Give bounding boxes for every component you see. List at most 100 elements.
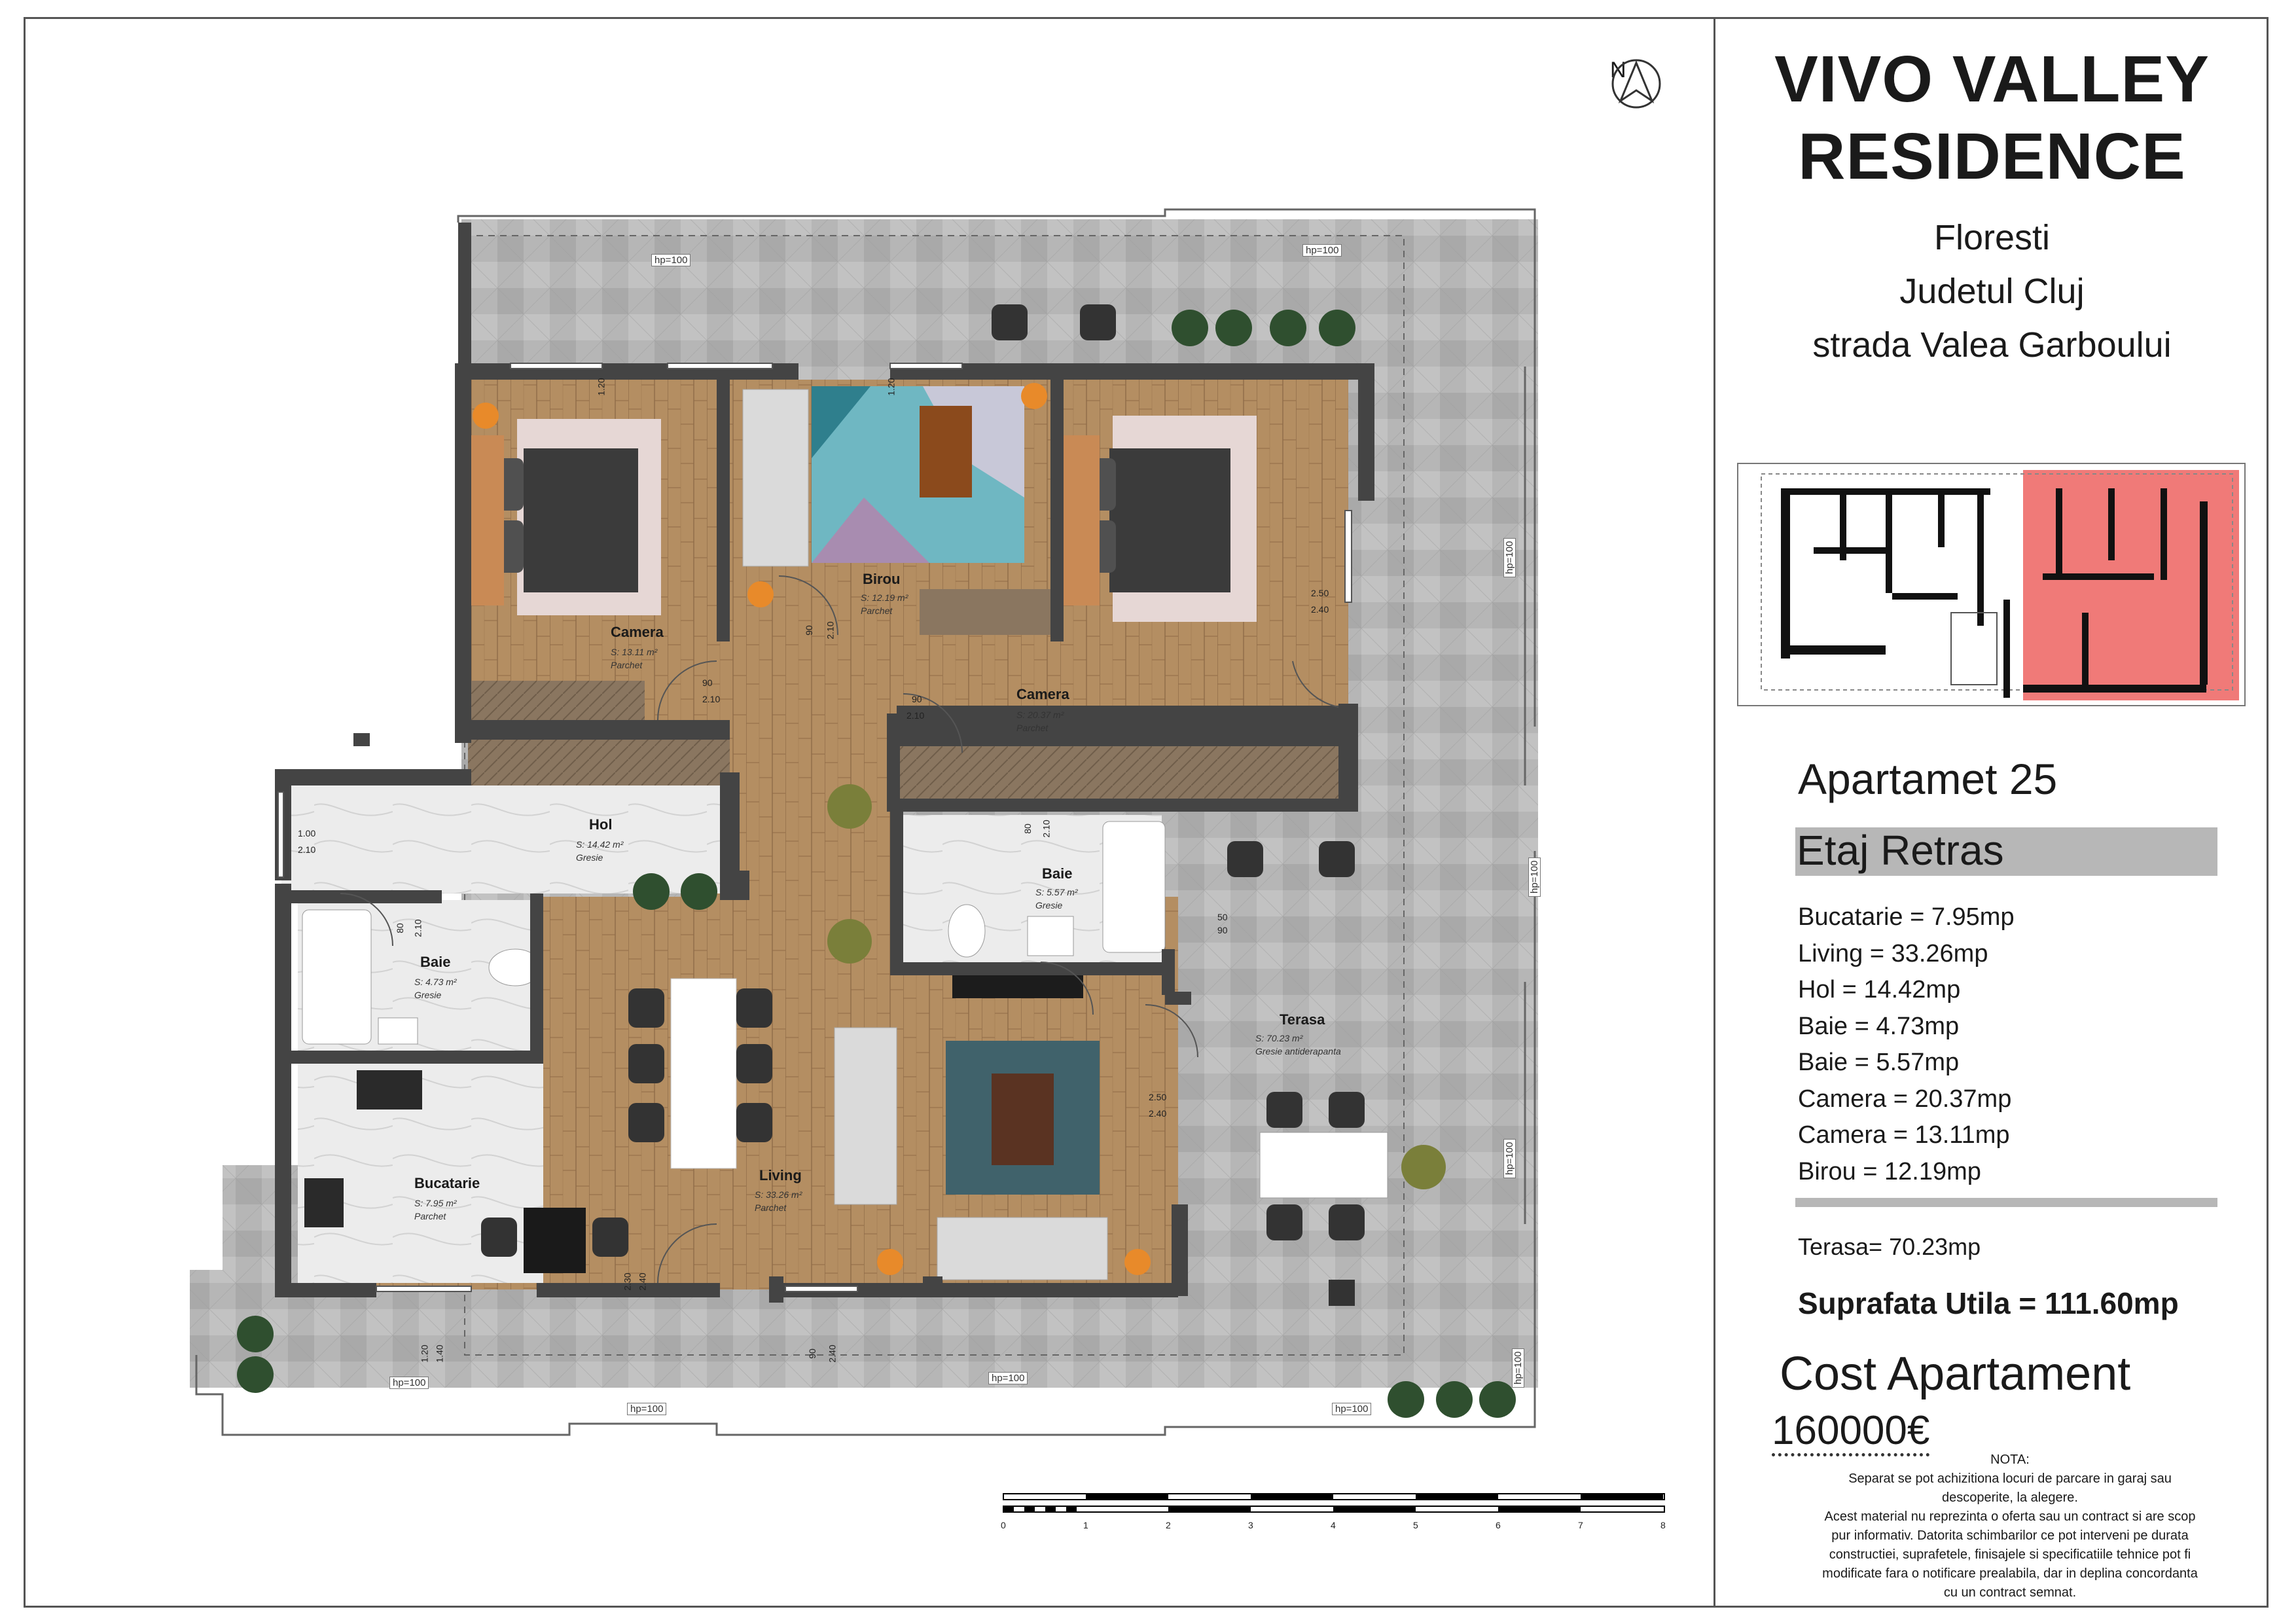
room-area-baie-1: S: 4.73 m² xyxy=(414,977,457,987)
room-area-item: Bucatarie = 7.95mp xyxy=(1798,903,2015,931)
room-area-living: S: 33.26 m² xyxy=(755,1189,802,1200)
door-height-label: 2.10 xyxy=(906,710,925,721)
room-area-item: Birou = 12.19mp xyxy=(1798,1157,1981,1185)
note-line: Separat se pot achizitiona locuri de par… xyxy=(1848,1471,2172,1486)
useful-area: Suprafata Utila = 111.60mp xyxy=(1798,1286,2179,1320)
door-width-label: 90 xyxy=(702,677,713,688)
window-width-label: 2.50 xyxy=(1149,1092,1167,1102)
room-name-terasa: Terasa xyxy=(1280,1011,1325,1028)
door-width-label: 90 xyxy=(803,625,814,636)
room-area-bucatarie: S: 7.95 m² xyxy=(414,1198,457,1208)
room-finish-living: Parchet xyxy=(755,1202,787,1213)
note-line: pur informativ. Datorita schimbarilor ce… xyxy=(1831,1528,2189,1543)
scale-tick: 4 xyxy=(1331,1520,1336,1530)
note-line: constructiei, suprafetele, finisajele si… xyxy=(1829,1547,2191,1562)
room-area-item: Camera = 13.11mp xyxy=(1798,1121,2010,1149)
scale-tick: 1 xyxy=(1083,1520,1088,1530)
project-title: VIVO VALLEY xyxy=(1774,43,2210,116)
floor-plan: Camera S: 13.11 m² Parchet Birou S: 12.1… xyxy=(190,58,1666,1530)
hol-floor xyxy=(281,785,736,893)
floor-plan-drawing xyxy=(190,208,1665,1513)
window-width-label: 1.20 xyxy=(419,1344,430,1363)
room-name-camera-1: Camera xyxy=(611,624,664,640)
scale-tick: 7 xyxy=(1578,1520,1583,1530)
parapet-label: hp=100 xyxy=(1302,244,1342,257)
room-name-baie-2: Baie xyxy=(1042,865,1073,882)
parapet-label: hp=100 xyxy=(1503,1138,1516,1178)
parapet-label: hp=100 xyxy=(1332,1403,1372,1415)
window-height-label: 1.40 xyxy=(434,1344,445,1363)
price: 160000€ xyxy=(1772,1407,1930,1456)
room-areas-list: Bucatarie = 7.95mp Living = 33.26mp Hol … xyxy=(1798,899,2015,1190)
door-height-label: 2.10 xyxy=(702,694,721,704)
parapet-label: hp=100 xyxy=(651,254,691,266)
key-plan xyxy=(1737,463,2246,706)
door-width-label: 1.00 xyxy=(298,828,316,839)
door-height-label: 2.10 xyxy=(412,919,423,937)
parapet-label: hp=100 xyxy=(988,1372,1028,1384)
room-finish-camera-2: Parchet xyxy=(1016,723,1049,733)
door-width-label: 80 xyxy=(1022,823,1033,834)
disclaimer-note: NOTA: Separat se pot achizitiona locuri … xyxy=(1774,1451,2246,1602)
parapet-label: hp=100 xyxy=(627,1403,667,1415)
room-name-camera-2: Camera xyxy=(1016,686,1069,702)
room-finish-camera-1: Parchet xyxy=(611,660,643,670)
room-area-item: Camera = 20.37mp xyxy=(1798,1085,2012,1113)
room-area-item: Baie = 5.57mp xyxy=(1798,1049,1960,1076)
room-area-baie-2: S: 5.57 m² xyxy=(1035,887,1078,897)
door-height-label: 2.10 xyxy=(1041,820,1052,838)
room-name-baie-1: Baie xyxy=(420,954,451,970)
north-arrow-icon xyxy=(1611,59,1661,109)
door-width-label: 90 xyxy=(806,1348,817,1359)
floor-label-bar xyxy=(1795,827,2217,876)
room-name-living: Living xyxy=(759,1167,802,1183)
cost-label: Cost Apartament xyxy=(1780,1348,2131,1400)
door-width-label: 90 xyxy=(912,694,922,704)
scale-tick: 6 xyxy=(1496,1520,1501,1530)
room-name-hol: Hol xyxy=(589,816,613,833)
room-finish-terasa: Gresie antiderapanta xyxy=(1255,1046,1341,1056)
room-area-item: Hol = 14.42mp xyxy=(1798,976,1961,1003)
apartment-name: Apartamet 25 xyxy=(1798,755,2058,803)
room-area-camera-2: S: 20.37 m² xyxy=(1016,710,1064,720)
panel-divider xyxy=(1713,17,1715,1608)
door-height-label: 2.10 xyxy=(825,621,836,640)
scale-bar xyxy=(1003,1493,1665,1513)
room-finish-birou: Parchet xyxy=(861,605,893,616)
note-line: descoperite, la alegere. xyxy=(1942,1490,2078,1505)
note-line: cu un contract semnat. xyxy=(1943,1585,2077,1600)
window-width-label: 1.20 xyxy=(886,378,897,396)
floor-label: Etaj Retras xyxy=(1797,827,2004,874)
price-value: 160000€ xyxy=(1772,1408,1930,1456)
room-area-terasa: S: 70.23 m² xyxy=(1255,1033,1303,1043)
room-area-item: Baie = 4.73mp xyxy=(1798,1012,1960,1040)
address-line: Judetul Cluj xyxy=(1899,272,2085,311)
door-height-label: 90 xyxy=(1217,925,1228,935)
parapet-label: hp=100 xyxy=(389,1377,429,1389)
room-area-item: Living = 33.26mp xyxy=(1798,939,1988,967)
room-finish-hol: Gresie xyxy=(576,852,603,863)
scale-tick: 8 xyxy=(1660,1520,1666,1530)
window-width-label: 1.20 xyxy=(596,378,607,396)
note-line: Acest material nu reprezinta o oferta sa… xyxy=(1824,1509,2196,1524)
info-panel: VIVO VALLEY RESIDENCE Floresti Judetul C… xyxy=(1715,17,2269,1608)
door-height-label: 2.10 xyxy=(298,844,316,855)
separator-bar xyxy=(1795,1198,2217,1207)
room-name-birou: Birou xyxy=(863,571,901,587)
room-area-camera-1: S: 13.11 m² xyxy=(611,647,658,657)
scale-tick: 0 xyxy=(1001,1520,1006,1530)
page-frame xyxy=(24,17,2269,1608)
room-name-bucatarie: Bucatarie xyxy=(414,1175,480,1191)
project-title: RESIDENCE xyxy=(1798,120,2186,193)
door-height-label: 2.40 xyxy=(827,1344,838,1363)
window-height-label: 2.40 xyxy=(637,1272,648,1291)
room-finish-bucatarie: Parchet xyxy=(414,1211,446,1221)
window-width-label: 2.30 xyxy=(622,1272,633,1291)
terrace-area: Terasa= 70.23mp xyxy=(1798,1233,1981,1260)
door-width-label: 50 xyxy=(1217,912,1228,922)
parapet-label: hp=100 xyxy=(1528,857,1541,897)
address-line: Floresti xyxy=(1933,218,2051,257)
note-line: modificate fara o notificare prealabila,… xyxy=(1822,1566,2198,1581)
room-area-birou: S: 12.19 m² xyxy=(861,592,908,603)
window-height-label: 2.40 xyxy=(1149,1108,1167,1119)
